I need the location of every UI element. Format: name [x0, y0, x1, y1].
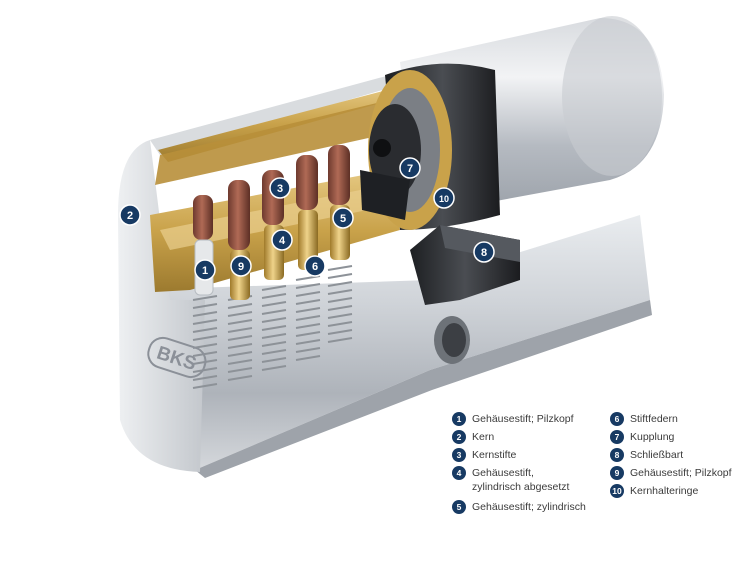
callout-number: 3: [277, 183, 283, 195]
callout-number: 4: [279, 235, 286, 247]
callout-number: 7: [407, 163, 413, 175]
legend-label: Kern: [472, 431, 495, 443]
legend-number-badge: 9: [610, 466, 624, 480]
callout-circle: [473, 241, 495, 263]
front-face: [118, 140, 205, 472]
legend-number-badge: 10: [610, 484, 624, 498]
callout-circle: [433, 187, 455, 209]
callout-circle: [271, 229, 293, 251]
callout-number: 10: [439, 194, 449, 204]
legend-item-1: 1 Gehäusestift; Pilzkopf: [452, 412, 574, 426]
housing-cutaway-top: [150, 75, 410, 185]
pin-stack-2: [228, 180, 250, 300]
fixing-screw-hole: [434, 316, 470, 364]
cylinder-housing: [135, 215, 652, 478]
legend-label: Gehäusestift, zylindrisch abgesetzt: [472, 467, 570, 493]
callout-number: 6: [312, 261, 318, 273]
callout-circle: [119, 204, 141, 226]
legend-label: Schließbart: [630, 449, 684, 461]
legend-item-5: 5 Gehäusestift; zylindrisch: [452, 500, 586, 514]
callout-circle: [194, 259, 216, 281]
legend-item-9: 9 Gehäusestift; Pilzkopf: [610, 466, 732, 480]
legend-item-10: 10 Kernhalteringe: [610, 484, 698, 498]
callout-number: 9: [238, 261, 244, 273]
legend-item-8: 8 Schließbart: [610, 448, 683, 462]
legend-label: Stiftfedern: [630, 413, 678, 425]
legend-label: Kupplung: [630, 431, 675, 443]
callout-number: 5: [340, 213, 346, 225]
legend-label: Kernhalteringe: [630, 485, 699, 497]
callout-2: 2: [119, 204, 141, 226]
callout-1: 1: [194, 259, 216, 281]
legend-number-badge: 7: [610, 430, 624, 444]
callout-9: 9: [230, 255, 252, 277]
legend-item-3: 3 Kernstifte: [452, 448, 516, 462]
legend-number-badge: 6: [610, 412, 624, 426]
legend-label: Gehäusestift; Pilzkopf: [630, 467, 732, 479]
legend-item-6: 6 Stiftfedern: [610, 412, 678, 426]
callout-5: 5: [332, 207, 354, 229]
legend-item-4: 4 Gehäusestift, zylindrisch abgesetzt: [452, 466, 569, 494]
callout-number: 2: [127, 210, 133, 222]
callout-number: 8: [481, 247, 487, 259]
callout-circle: [332, 207, 354, 229]
pin-stack-5: [328, 145, 350, 260]
callout-circle: [304, 255, 326, 277]
legend-number-badge: 4: [452, 466, 466, 480]
legend-item-7: 7 Kupplung: [610, 430, 674, 444]
legend-number-badge: 5: [452, 500, 466, 514]
callout-circle: [269, 177, 291, 199]
coupling-assembly: [360, 63, 500, 230]
callout-4: 4: [271, 229, 293, 251]
legend-number-badge: 1: [452, 412, 466, 426]
callout-circle: [399, 157, 421, 179]
pin-stack-4: [296, 155, 318, 270]
callout-3: 3: [269, 177, 291, 199]
legend-label: Kernstifte: [472, 449, 517, 461]
legend-number-badge: 3: [452, 448, 466, 462]
callout-8: 8: [473, 241, 495, 263]
legend-item-2: 2 Kern: [452, 430, 494, 444]
callout-7: 7: [399, 157, 421, 179]
callout-number: 1: [202, 265, 208, 277]
callout-circle: [230, 255, 252, 277]
callout-10: 10: [433, 187, 455, 209]
callout-6: 6: [304, 255, 326, 277]
legend-label: Gehäusestift; Pilzkopf: [472, 413, 574, 425]
legend-number-badge: 8: [610, 448, 624, 462]
callout-badges: 1 2 3 4 5 6 7 8 9 10: [119, 157, 495, 281]
legend-label: Gehäusestift; zylindrisch: [472, 501, 586, 513]
legend-number-badge: 2: [452, 430, 466, 444]
